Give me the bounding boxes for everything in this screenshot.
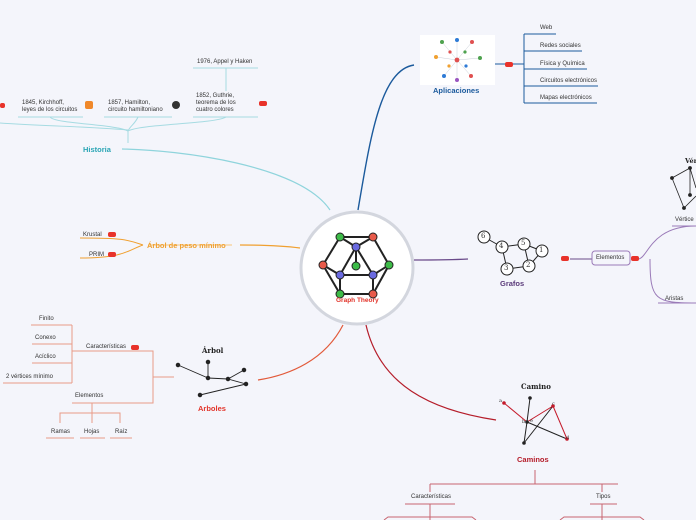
caminos-tipos[interactable]: Tipos xyxy=(596,494,611,500)
branch-arboles xyxy=(257,324,344,381)
aplicaciones-item-redes[interactable]: Redes sociales xyxy=(540,43,581,49)
aplicaciones-item-circuitos[interactable]: Circuitos electrónicos xyxy=(540,78,598,84)
graph-node-6 xyxy=(477,230,491,244)
caminos-connectors xyxy=(383,470,645,520)
graph-node-label-1: 1 xyxy=(539,246,544,254)
flag-icon xyxy=(505,62,513,67)
arbol-sample-tree xyxy=(175,359,249,398)
historia-item-1852-line2[interactable]: teorema de los xyxy=(196,100,236,106)
arboles-car-2-vertices[interactable]: 2 vértices mínimo xyxy=(6,374,54,380)
aplicaciones-network-image xyxy=(420,35,495,85)
graph-node-label-2: 2 xyxy=(526,261,531,269)
historia-item-1852-line3[interactable]: cuatro colores xyxy=(196,107,234,113)
camino-letter-c: c xyxy=(552,401,555,407)
historia-item-1976[interactable]: 1976, Appel y Haken xyxy=(197,59,253,65)
grafos-structure xyxy=(570,225,696,304)
graph-node-label-3: 3 xyxy=(504,264,509,272)
blogger-icon xyxy=(85,101,93,109)
grafos-title[interactable]: Grafos xyxy=(500,279,525,288)
arbol-peso-item-prim[interactable]: PRIM xyxy=(89,252,104,258)
arboles-connectors xyxy=(3,324,174,439)
arbol-peso-connectors xyxy=(79,237,232,259)
flag-icon xyxy=(131,345,139,350)
arbol-caption: Árbol xyxy=(202,346,224,355)
arbol-peso-title[interactable]: Árbol de peso mínimo xyxy=(147,241,226,250)
historia-item-1857-line1[interactable]: 1857, Hamilton, xyxy=(108,100,151,106)
graph-node-2 xyxy=(522,259,536,273)
arbol-peso-item-krustal[interactable]: Krustal xyxy=(83,232,102,238)
branch-caminos xyxy=(365,324,497,421)
graph-node-5 xyxy=(517,237,531,251)
grafos-elementos-box xyxy=(591,250,631,266)
camino-letter-e: e xyxy=(530,418,533,424)
historia-item-1857-line2[interactable]: circuito hamiltoniano xyxy=(108,107,163,113)
branch-aplicaciones xyxy=(357,64,415,211)
arboles-el-ramas[interactable]: Ramas xyxy=(51,429,71,435)
arboles-car-aciclico[interactable]: Acíclico xyxy=(35,354,56,360)
flag-icon xyxy=(631,256,639,261)
arboles-car-conexo[interactable]: Conexo xyxy=(35,335,56,341)
caminos-caracteristicas[interactable]: Características xyxy=(411,494,452,500)
historia-item-1845-line2[interactable]: leyes de los circuitos xyxy=(22,107,78,113)
arboles-title[interactable]: Arboles xyxy=(198,404,226,413)
caminos-title[interactable]: Caminos xyxy=(517,455,549,464)
graph-node-3 xyxy=(500,262,514,276)
branch-historia xyxy=(121,148,331,211)
center-label: Graph Theory xyxy=(336,297,379,304)
grafos-sample-graph xyxy=(477,230,549,276)
camino-letter-b: b xyxy=(522,419,526,425)
branch-arbol-peso xyxy=(239,244,301,249)
grafos-vertice[interactable]: Vértice xyxy=(675,217,694,223)
arboles-elementos[interactable]: Elementos xyxy=(75,393,104,399)
vertice-sample-icon xyxy=(670,166,696,210)
vertice-caption: Vért xyxy=(685,157,696,165)
graph-node-4 xyxy=(495,240,509,254)
grafos-aristas[interactable]: Aristas xyxy=(665,296,684,302)
graph-node-label-4: 4 xyxy=(499,242,504,250)
flag-icon xyxy=(108,232,116,237)
arboles-el-hojas[interactable]: Hojas xyxy=(84,429,100,435)
graph-node-1 xyxy=(535,244,549,258)
historia-title[interactable]: Historia xyxy=(83,145,111,154)
camino-sample-graph xyxy=(502,396,569,445)
camino-letter-d: d xyxy=(566,435,570,441)
aplicaciones-title[interactable]: Aplicaciones xyxy=(433,86,480,95)
arboles-car-finito[interactable]: Finito xyxy=(39,316,54,322)
camino-letter-a: a xyxy=(499,398,502,404)
globe-icon xyxy=(172,101,180,109)
camino-caption: Camino xyxy=(521,382,551,391)
aplicaciones-item-mapas[interactable]: Mapas electrónicos xyxy=(540,95,592,101)
aplicaciones-item-fisica[interactable]: Física y Química xyxy=(540,61,585,67)
historia-connectors xyxy=(0,67,258,143)
flag-icon xyxy=(259,101,267,106)
branch-grafos xyxy=(413,258,469,261)
flag-icon xyxy=(0,103,5,108)
flag-icon xyxy=(561,256,569,261)
graph-node-label-6: 6 xyxy=(481,232,486,240)
flag-icon xyxy=(108,252,116,257)
grafos-elementos[interactable]: Elementos xyxy=(596,255,625,261)
historia-item-1852-line1[interactable]: 1852, Guthrie, xyxy=(196,93,235,99)
aplicaciones-item-web[interactable]: Web xyxy=(540,25,553,31)
center-node[interactable] xyxy=(299,210,415,326)
historia-item-1845-line1[interactable]: 1845, Kirchhoff, xyxy=(22,100,64,106)
graph-node-label-5: 5 xyxy=(521,239,526,247)
arboles-el-raiz[interactable]: Raíz xyxy=(115,429,128,435)
arboles-caracteristicas[interactable]: Características xyxy=(86,344,127,350)
